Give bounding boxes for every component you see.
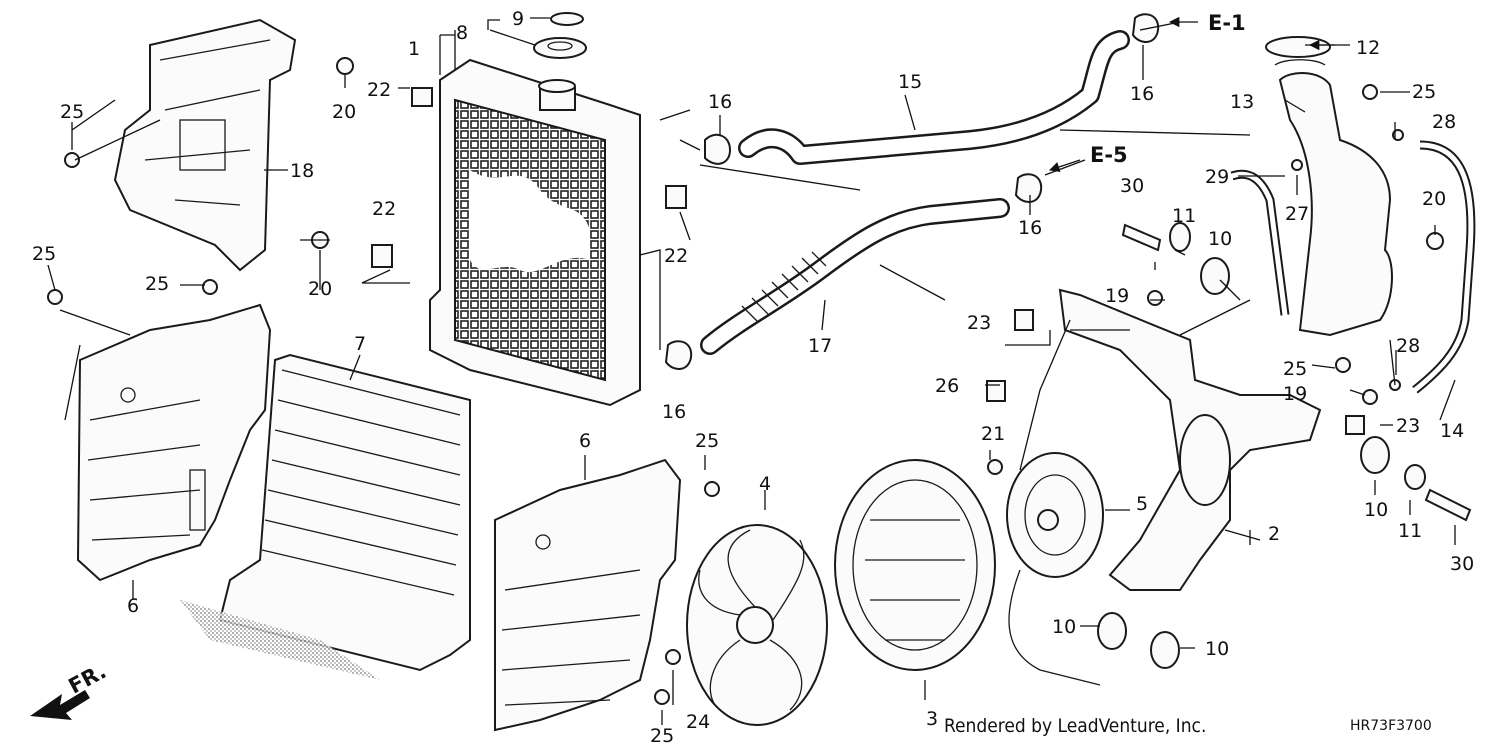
callout-24: 24 (686, 711, 710, 733)
callout-10: 10 (1364, 499, 1388, 521)
callout-30: 30 (1450, 553, 1474, 575)
callout-20: 20 (1422, 188, 1446, 210)
callout-9: 9 (512, 8, 524, 30)
diagram-code: HR73F3700 (1350, 718, 1432, 734)
callout-20: 20 (332, 101, 356, 123)
callout-2: 2 (1268, 523, 1280, 545)
callout-7: 7 (354, 333, 366, 355)
cover-6-center-drawing (494, 458, 682, 732)
callout-30: 30 (1120, 175, 1144, 197)
callout-13: 13 (1230, 91, 1254, 113)
callout-3: 3 (926, 708, 938, 730)
callout-18: 18 (290, 160, 314, 182)
callout-29: 29 (1205, 166, 1229, 188)
callout-25: 25 (650, 725, 674, 747)
reservoir-13-drawing (1278, 72, 1393, 337)
credit-text: Rendered by LeadVenture, Inc. (944, 715, 1206, 737)
part-drawings (30, 12, 1476, 732)
callout-25: 25 (1412, 81, 1436, 103)
callout-4: 4 (759, 473, 771, 495)
callout-10: 10 (1205, 638, 1229, 660)
callout-22: 22 (372, 198, 396, 220)
callout-10: 10 (1052, 616, 1076, 638)
front-arrow-icon (30, 690, 90, 720)
callout-10: 10 (1208, 228, 1232, 250)
callout-17: 17 (808, 335, 832, 357)
callout-1: 1 (408, 38, 420, 60)
callout-6: 6 (127, 595, 139, 617)
callout-28: 28 (1432, 111, 1456, 133)
louver-7-drawing (218, 353, 471, 672)
callout-16: 16 (1130, 83, 1154, 105)
callout-23: 23 (1396, 415, 1420, 437)
callout-21: 21 (981, 423, 1005, 445)
ref-e1: E-1 (1208, 11, 1246, 35)
callout-28: 28 (1396, 335, 1420, 357)
callout-16: 16 (662, 401, 686, 423)
callout-19: 19 (1283, 383, 1307, 405)
bracket-18-drawing (113, 18, 297, 272)
front-direction-label: FR. (65, 659, 111, 698)
callout-22: 22 (664, 245, 688, 267)
callout-25: 25 (145, 273, 169, 295)
callout-25: 25 (32, 243, 56, 265)
callout-6: 6 (579, 430, 591, 452)
callout-14: 14 (1440, 420, 1464, 442)
callout-25: 25 (695, 430, 719, 452)
callout-8: 8 (456, 22, 468, 44)
callout-15: 15 (898, 71, 922, 93)
callout-23: 23 (967, 312, 991, 334)
hose-17-drawing (700, 198, 1010, 355)
callout-27: 27 (1285, 203, 1309, 225)
callout-19: 19 (1105, 285, 1129, 307)
callout-20: 20 (308, 278, 332, 300)
callout-16: 16 (1018, 217, 1042, 239)
callout-11: 11 (1398, 520, 1422, 542)
shroud-3-drawing (834, 459, 996, 671)
callout-12: 12 (1356, 37, 1380, 59)
callout-26: 26 (935, 375, 959, 397)
callout-25: 25 (1283, 358, 1307, 380)
callout-16: 16 (708, 91, 732, 113)
cover-6-left-drawing (76, 303, 272, 582)
callout-5: 5 (1136, 493, 1148, 515)
ref-e5: E-5 (1090, 143, 1128, 167)
callout-22: 22 (367, 79, 391, 101)
callout-25: 25 (60, 101, 84, 123)
callout-11: 11 (1172, 205, 1196, 227)
